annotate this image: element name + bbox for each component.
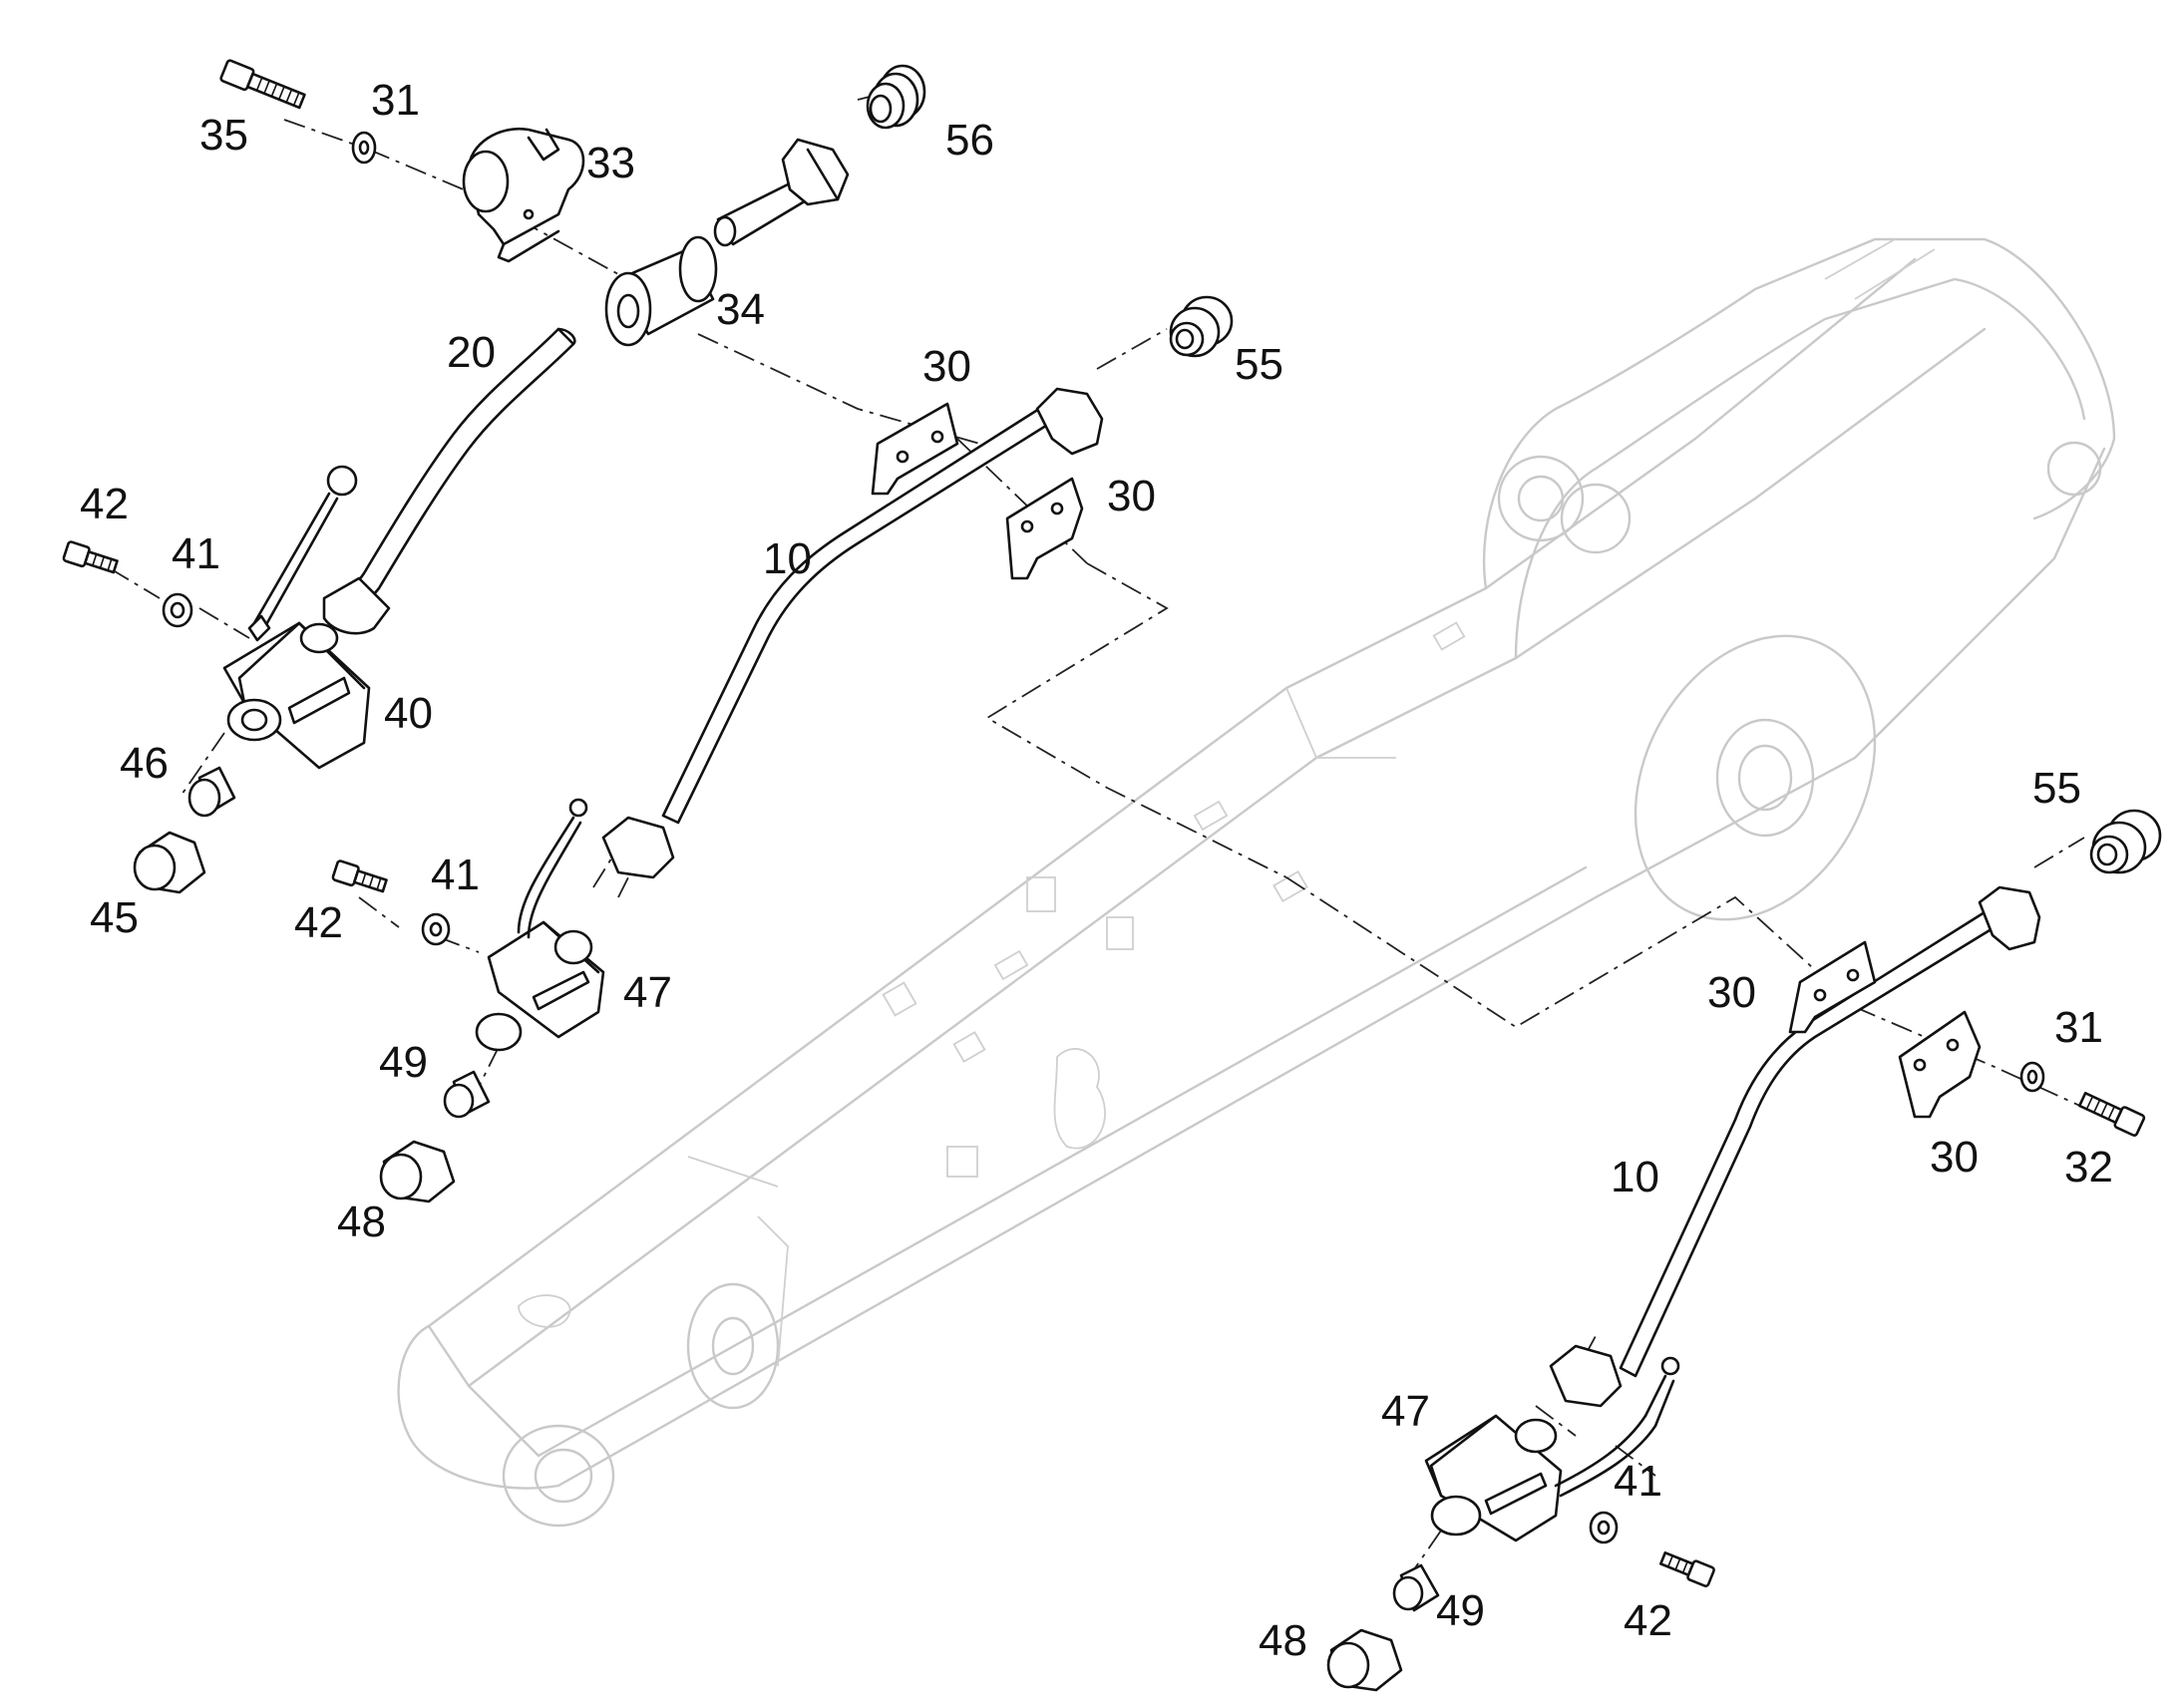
bolt-42a-icon bbox=[62, 540, 119, 574]
callout-48-lower: 48 bbox=[1259, 1616, 1307, 1665]
callout-42-mid: 42 bbox=[294, 898, 343, 947]
ball-valve-40-icon bbox=[222, 465, 371, 770]
callout-48-mid: 48 bbox=[337, 1197, 386, 1246]
bracket-30d-icon bbox=[1898, 1010, 1982, 1119]
spacer-34-icon bbox=[604, 235, 718, 347]
callout-41-lower: 41 bbox=[1614, 1457, 1662, 1506]
callout-55-upper: 55 bbox=[1235, 340, 1283, 389]
callout-30-upper-b: 30 bbox=[1107, 472, 1156, 520]
callout-42-upper: 42 bbox=[80, 480, 129, 528]
callout-33: 33 bbox=[586, 139, 635, 187]
callout-41-upper: 41 bbox=[172, 529, 220, 578]
callout-10-upper: 10 bbox=[763, 534, 812, 583]
callout-labels: 35 31 33 56 34 20 55 30 30 42 41 10 40 4… bbox=[80, 76, 2113, 1665]
callout-47-mid: 47 bbox=[623, 968, 672, 1017]
cap-48a-icon bbox=[379, 1140, 456, 1203]
callout-46: 46 bbox=[120, 739, 169, 788]
callout-30-lower-a: 30 bbox=[1707, 968, 1756, 1017]
bolt-42b-icon bbox=[331, 859, 388, 893]
callout-42-lower: 42 bbox=[1624, 1596, 1672, 1645]
pipe-10-upper-icon bbox=[601, 387, 1104, 879]
callout-55-lower: 55 bbox=[2032, 764, 2081, 813]
assembly-centerlines bbox=[109, 89, 2105, 1596]
callout-40: 40 bbox=[384, 689, 433, 738]
bolt-32-icon bbox=[2077, 1091, 2146, 1137]
callout-35: 35 bbox=[199, 111, 248, 160]
callout-10-lower: 10 bbox=[1611, 1153, 1659, 1201]
ball-valve-47a-icon bbox=[475, 798, 605, 1052]
bracket-30c-icon bbox=[1788, 940, 1877, 1034]
bolt-35-icon bbox=[219, 59, 306, 110]
nipple-46-icon bbox=[187, 766, 236, 818]
cap-45-icon bbox=[133, 831, 206, 894]
washer-31-icon bbox=[351, 131, 377, 165]
bolt-42c-icon bbox=[1659, 1550, 1715, 1587]
washer-41c-icon bbox=[1589, 1511, 1619, 1544]
bracket-30b-icon bbox=[1005, 477, 1084, 580]
callout-31: 31 bbox=[371, 76, 420, 125]
washer-41a-icon bbox=[162, 592, 193, 628]
washer-41b-icon bbox=[421, 912, 451, 946]
nipple-49b-icon bbox=[1392, 1563, 1440, 1612]
plug-55-lower-icon bbox=[2089, 809, 2162, 874]
washer-31b-icon bbox=[2019, 1061, 2045, 1093]
callout-41-mid: 41 bbox=[431, 851, 480, 899]
callout-30-lower-b: 30 bbox=[1930, 1133, 1979, 1182]
callout-34: 34 bbox=[716, 285, 765, 334]
hydraulic-parts bbox=[62, 59, 2162, 1692]
plug-55-upper-icon bbox=[1169, 295, 1234, 358]
callout-56: 56 bbox=[945, 116, 994, 165]
callout-45: 45 bbox=[90, 893, 139, 942]
bracket-30a-icon bbox=[871, 402, 959, 496]
callout-31-lower: 31 bbox=[2054, 1003, 2103, 1052]
callout-20: 20 bbox=[447, 328, 496, 377]
callout-49-mid: 49 bbox=[379, 1038, 428, 1087]
nipple-49a-icon bbox=[443, 1070, 491, 1119]
plug-56-icon bbox=[866, 64, 926, 130]
clamp-33-icon bbox=[462, 127, 585, 263]
pipe-20-icon bbox=[322, 327, 576, 635]
callout-49-lower: 49 bbox=[1436, 1586, 1485, 1635]
callout-30-upper-a: 30 bbox=[922, 342, 971, 391]
cap-48b-icon bbox=[1326, 1628, 1403, 1692]
callout-47-lower: 47 bbox=[1381, 1387, 1430, 1436]
elbow-fitting-icon bbox=[713, 138, 850, 247]
callout-32: 32 bbox=[2064, 1143, 2113, 1192]
pipe-10-lower-icon bbox=[1549, 885, 2041, 1408]
ball-valve-47b-icon bbox=[1424, 1356, 1680, 1542]
boom-outline bbox=[397, 237, 2116, 1528]
